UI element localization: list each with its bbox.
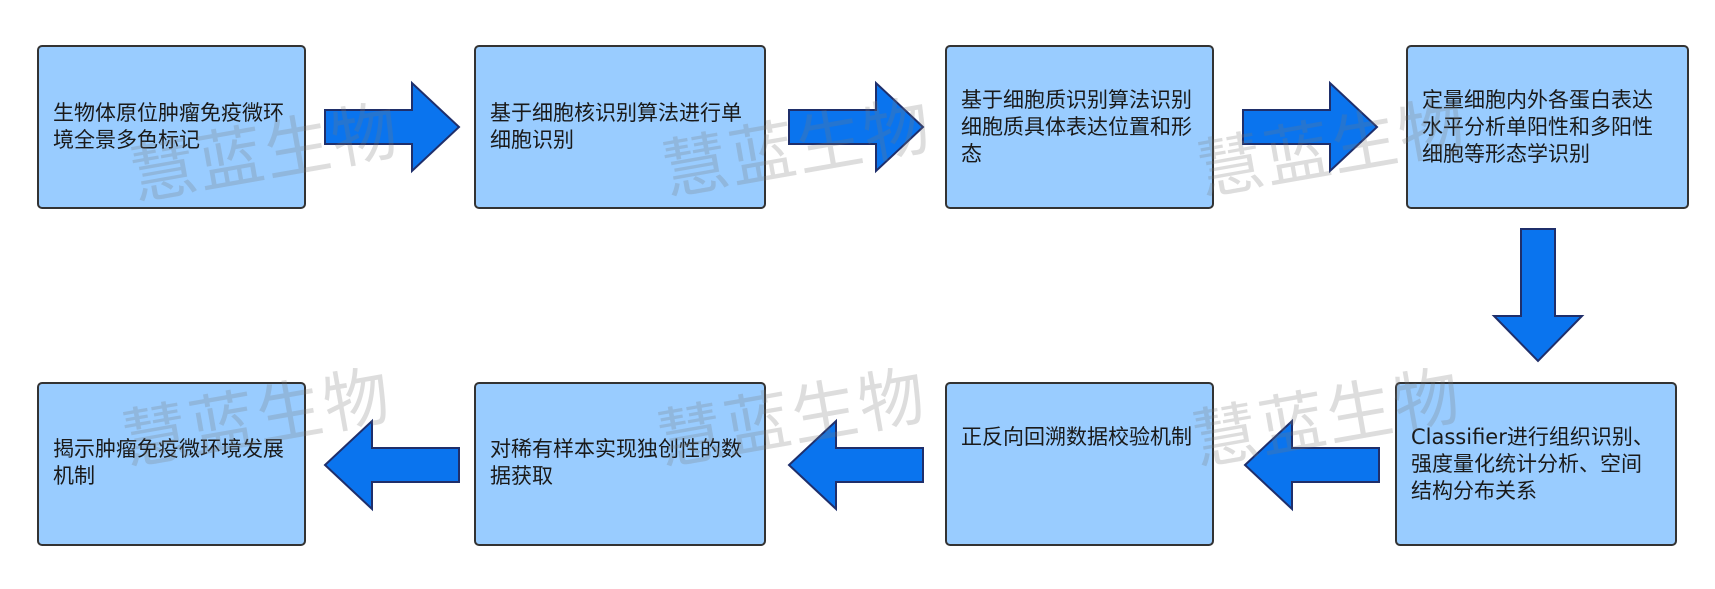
arrow-left-3 — [323, 418, 460, 512]
step-box-2: 基于细胞核识别算法进行单细胞识别 — [474, 45, 766, 209]
step-box-4: 定量细胞内外各蛋白表达水平分析单阳性和多阳性细胞等形态学识别 — [1406, 45, 1689, 209]
step-text-2: 基于细胞核识别算法进行单细胞识别 — [490, 101, 742, 152]
arrow-left-1 — [1243, 418, 1380, 512]
step-text-7: 对稀有样本实现独创性的数据获取 — [490, 437, 742, 488]
step-box-8: 揭示肿瘤免疫微环境发展机制 — [37, 382, 306, 546]
arrow-left-2 — [787, 418, 924, 512]
step-text-1: 生物体原位肿瘤免疫微环境全景多色标记 — [53, 101, 284, 152]
arrow-right-1 — [324, 80, 461, 174]
step-text-3: 基于细胞质识别算法识别细胞质具体表达位置和形态 — [961, 87, 1192, 166]
step-text-5: Classifier进行组织识别、强度量化统计分析、空间结构分布关系 — [1411, 424, 1654, 503]
step-text-8: 揭示肿瘤免疫微环境发展机制 — [53, 437, 284, 488]
arrow-down — [1491, 228, 1585, 363]
arrow-right-2 — [788, 80, 925, 174]
step-box-5: Classifier进行组织识别、强度量化统计分析、空间结构分布关系 — [1395, 382, 1677, 546]
step-box-3: 基于细胞质识别算法识别细胞质具体表达位置和形态 — [945, 45, 1214, 209]
step-box-1: 生物体原位肿瘤免疫微环境全景多色标记 — [37, 45, 306, 209]
step-text-6: 正反向回溯数据校验机制 — [961, 425, 1192, 449]
step-text-4: 定量细胞内外各蛋白表达水平分析单阳性和多阳性细胞等形态学识别 — [1422, 87, 1653, 166]
arrow-right-3 — [1242, 80, 1379, 174]
step-box-6: 正反向回溯数据校验机制 — [945, 382, 1214, 546]
step-box-7: 对稀有样本实现独创性的数据获取 — [474, 382, 766, 546]
